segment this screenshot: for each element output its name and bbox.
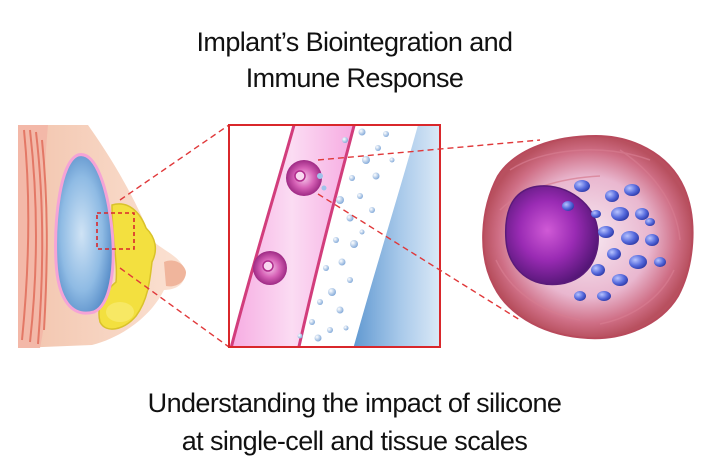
- immune-cell-icon: [286, 160, 327, 196]
- zoom-lines-right: [317, 139, 541, 321]
- zoom-panel: [228, 124, 441, 348]
- title-line-1: Implant’s Biointegration and: [196, 27, 514, 57]
- macrophage-3d-icon: [482, 134, 694, 340]
- fat-tissue-icon: [98, 203, 157, 330]
- immune-cell-icon: [253, 251, 287, 285]
- capsule-band: [229, 125, 356, 347]
- implant-wall: [353, 125, 440, 347]
- zoom-box-icon: [96, 212, 135, 250]
- caption: Understanding the impact of silicone at …: [0, 384, 709, 460]
- page-title: Implant’s Biointegration and Immune Resp…: [0, 24, 709, 96]
- zoom-lines-left: [119, 124, 230, 348]
- implant-icon: [54, 153, 115, 315]
- caption-line-1: Understanding the impact of silicone: [147, 388, 562, 418]
- cell-nucleus: [504, 185, 599, 286]
- cell-granules: [562, 180, 666, 301]
- zoom-panel-border: [228, 124, 441, 348]
- breast-cross-section-icon: [18, 125, 186, 348]
- caption-line-2: at single-cell and tissue scales: [181, 426, 528, 456]
- title-line-2: Immune Response: [245, 63, 464, 93]
- silicone-particles: [297, 128, 395, 342]
